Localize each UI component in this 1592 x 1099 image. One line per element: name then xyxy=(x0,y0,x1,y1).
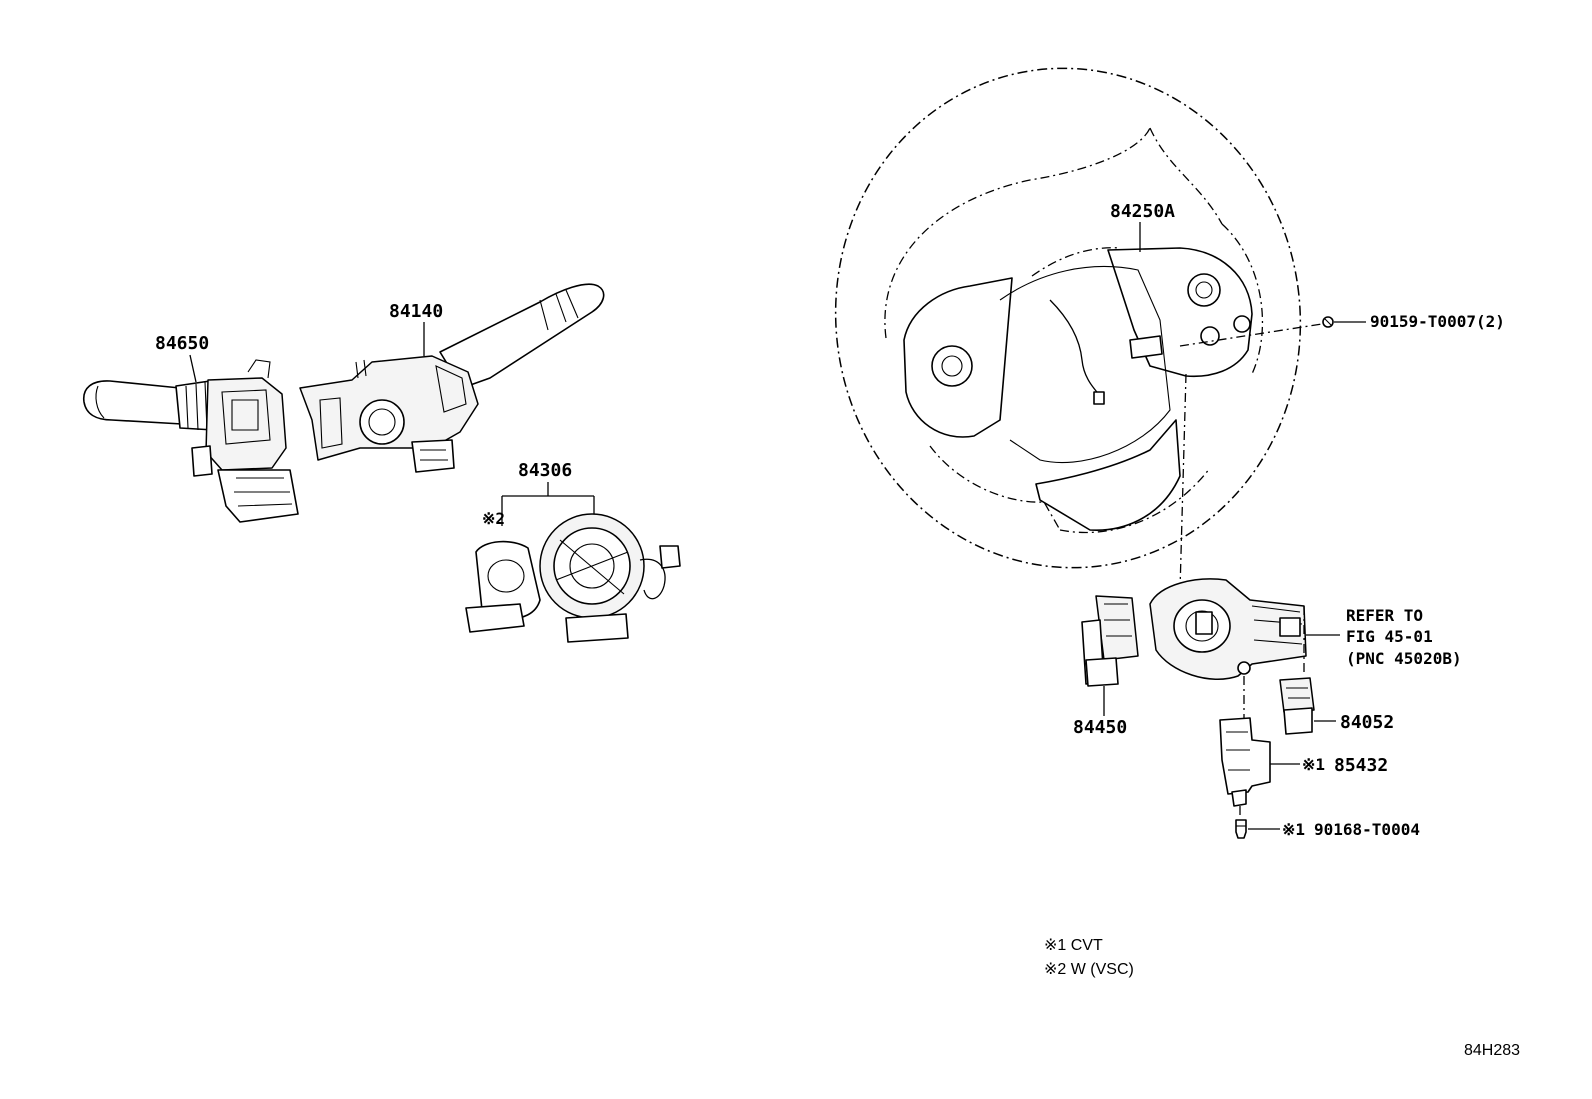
refer-line-3: (PNC 45020B) xyxy=(1346,649,1462,668)
note-2: ※2 W (VSC) xyxy=(1044,961,1134,978)
label-84650: 84650 xyxy=(155,333,209,354)
dashed-leader-90159 xyxy=(1179,323,1323,347)
marker-1-90168: ※1 xyxy=(1282,820,1305,839)
leader-84650 xyxy=(189,354,197,383)
note-1: ※1 CVT xyxy=(1044,937,1103,954)
spiral-cable-drawing xyxy=(539,513,681,643)
label-84450: 84450 xyxy=(1073,717,1127,738)
part-84650-drawing xyxy=(83,359,299,523)
part-84052-drawing xyxy=(1279,677,1315,735)
label-85432: 85432 xyxy=(1334,755,1388,776)
label-84140: 84140 xyxy=(389,301,443,322)
marker-1-85432: ※1 xyxy=(1302,755,1325,774)
figure-code: 84H283 xyxy=(1464,1042,1520,1059)
bracket-84306 xyxy=(501,482,595,526)
part-85432-drawing xyxy=(1219,717,1271,807)
part-84450-drawing xyxy=(1081,595,1139,687)
column-lock-drawing xyxy=(1149,578,1307,680)
marker-2-84306: ※2 xyxy=(482,509,505,528)
label-90159: 90159-T0007(2) xyxy=(1370,312,1505,331)
steering-wheel-outline xyxy=(834,67,1302,569)
label-84250a: 84250A xyxy=(1110,201,1175,222)
label-84306: 84306 xyxy=(518,460,572,481)
screw-90168-drawing xyxy=(1235,819,1247,839)
refer-line-2: FIG 45-01 xyxy=(1346,627,1433,646)
steering-sensor-drawing xyxy=(465,540,541,633)
part-84140-drawing xyxy=(299,283,605,473)
steering-pad-drawing xyxy=(903,247,1253,531)
refer-line-1: REFER TO xyxy=(1346,606,1423,625)
dashed-axis-column xyxy=(1179,373,1187,591)
label-90168: 90168-T0004 xyxy=(1314,820,1420,839)
label-84052: 84052 xyxy=(1340,712,1394,733)
screw-90159-drawing xyxy=(1322,316,1334,328)
